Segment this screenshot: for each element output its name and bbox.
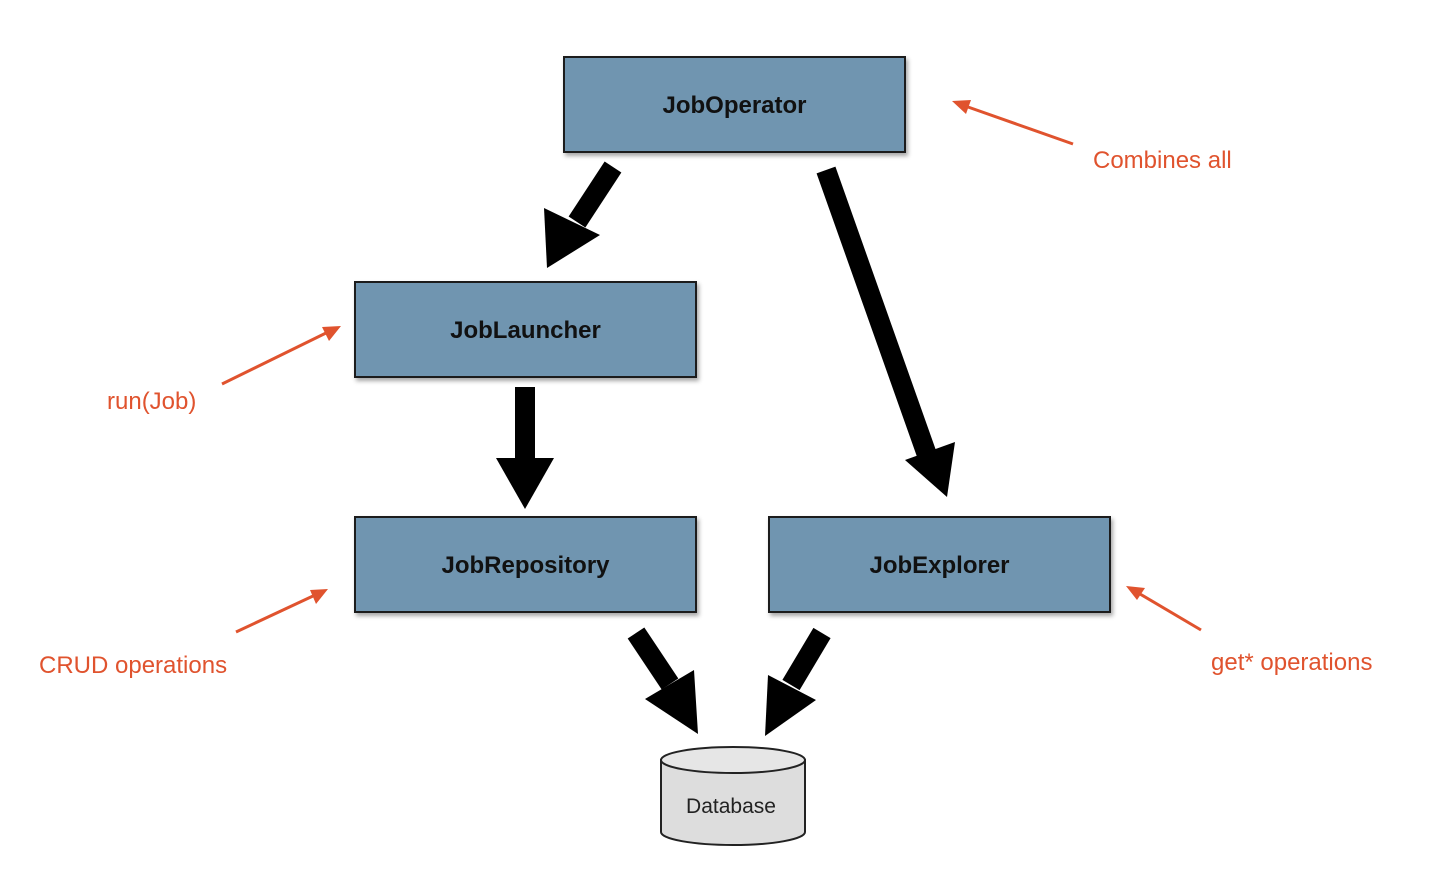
job-launcher-box: JobLauncher (354, 281, 697, 378)
job-repository-box: JobRepository (354, 516, 697, 613)
database-label: Database (686, 795, 776, 818)
job-operator-label: JobOperator (662, 92, 806, 119)
annotation-combines-all: Combines all (1093, 147, 1232, 174)
job-operator-box: JobOperator (563, 56, 906, 153)
job-explorer-box: JobExplorer (768, 516, 1111, 613)
annotation-crud-operations: CRUD operations (39, 652, 227, 679)
annotation-arrow-crud (235, 589, 328, 634)
annotation-arrows (221, 100, 1202, 634)
annotation-arrow-combines-all (952, 100, 1074, 146)
job-explorer-label: JobExplorer (869, 552, 1009, 579)
annotation-arrow-get-operations (1126, 586, 1202, 632)
annotation-get-operations: get* operations (1211, 649, 1372, 676)
job-launcher-label: JobLauncher (450, 317, 601, 344)
arrow-explorer-to-database (765, 627, 831, 736)
job-repository-label: JobRepository (441, 552, 610, 579)
annotation-arrow-run-job (221, 326, 341, 386)
annotation-run-job: run(Job) (107, 388, 196, 415)
database-cylinder: Database (660, 746, 806, 846)
arrow-launcher-to-repository (496, 387, 554, 509)
flow-arrows (496, 161, 955, 736)
arrow-operator-to-explorer (816, 166, 955, 497)
arrow-operator-to-launcher (544, 161, 622, 268)
arrow-repository-to-database (627, 627, 698, 734)
